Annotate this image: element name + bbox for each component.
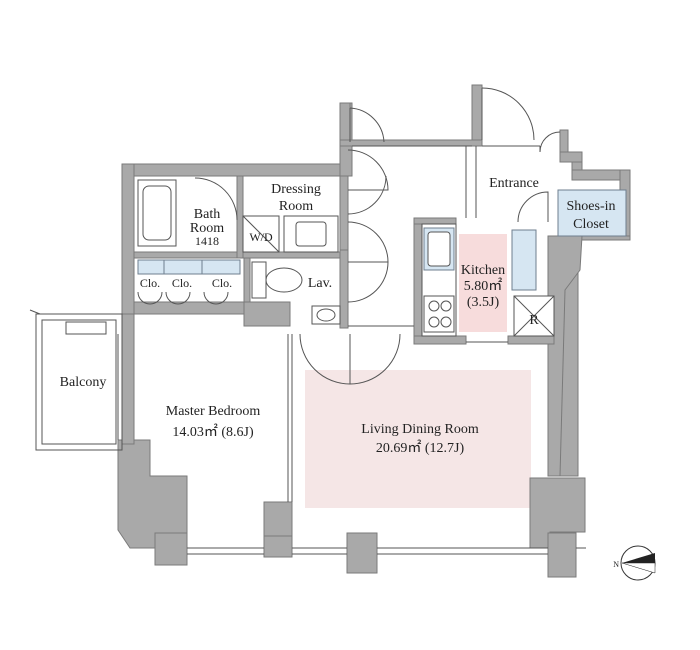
closet-label-3: Clo. xyxy=(212,276,232,290)
bath-room-label-line1: Bath xyxy=(194,207,220,222)
living-dining-area: 20.69㎡ (12.7J) xyxy=(376,440,465,456)
bath-room-label-line2: Room xyxy=(190,221,224,236)
wd-label: W/D xyxy=(249,230,273,244)
closet-label-2: Clo. xyxy=(172,276,192,290)
door-swings xyxy=(137,87,561,385)
dressing-room-label-line1: Dressing xyxy=(271,182,321,197)
exterior-walls xyxy=(117,84,631,578)
kitchen-highlight xyxy=(459,234,507,332)
shoes-closet-label-line2: Closet xyxy=(573,217,609,232)
shoes-closet-label-line1: Shoes-in xyxy=(567,199,616,214)
closet-label-1: Clo. xyxy=(140,276,160,290)
balcony-label: Balcony xyxy=(60,375,107,390)
fixtures xyxy=(137,179,627,337)
living-dining-label: Living Dining Room xyxy=(361,422,479,437)
lav-label: Lav. xyxy=(308,276,332,291)
entrance-label: Entrance xyxy=(489,176,539,191)
master-bedroom-label: Master Bedroom xyxy=(166,404,261,419)
dressing-room-label-line2: Room xyxy=(279,199,313,214)
kitchen-label: Kitchen xyxy=(461,263,505,278)
living-dining-highlight xyxy=(305,370,531,508)
refrigerator-label: R xyxy=(529,313,539,328)
kitchen-area: 5.80㎡ xyxy=(464,278,503,294)
compass-letter: N xyxy=(613,560,619,569)
thin-lines xyxy=(29,145,586,555)
kitchen-jo: (3.5J) xyxy=(467,295,500,310)
bath-room-size: 1418 xyxy=(195,234,219,248)
master-bedroom-area: 14.03㎡ (8.6J) xyxy=(172,424,254,440)
north-arrow-icon: N xyxy=(613,545,656,581)
